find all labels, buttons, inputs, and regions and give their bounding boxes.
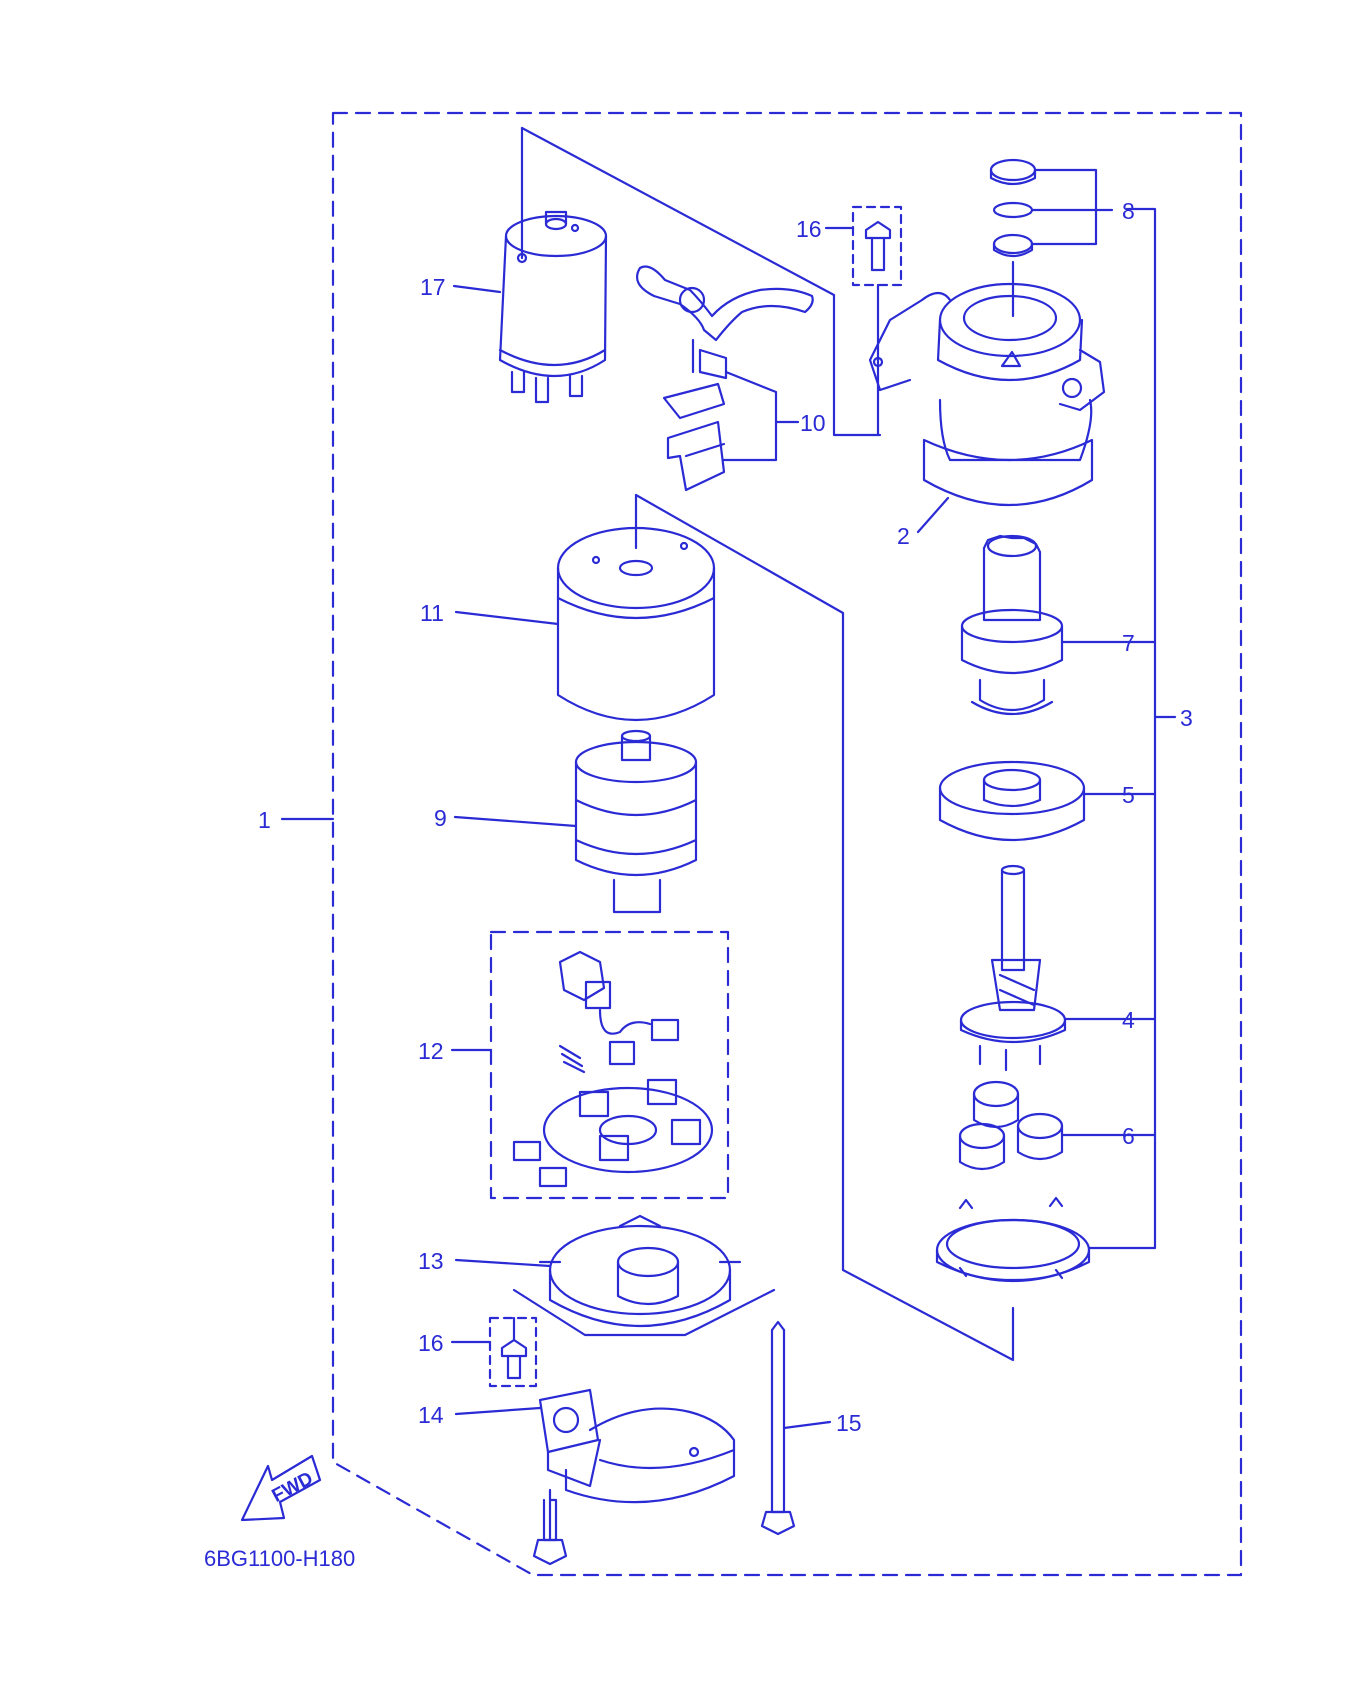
part-label-14: 14 [418,1402,444,1428]
part-label-8: 8 [1122,198,1135,224]
part-label-11: 11 [420,600,444,626]
brush-holder-part-12 [489,930,730,1200]
part-label-4: 4 [1122,1007,1135,1033]
part-label-13: 13 [418,1248,444,1274]
part-label-9: 9 [434,805,447,831]
armature-part-9 [574,729,698,914]
lever-fork-part-10 [636,265,814,492]
fwd-label: FWD [269,1468,317,1507]
planet-gears-part-6 [958,1080,1064,1171]
leader-11 [454,610,560,626]
clutch-housing-part-5 [938,760,1086,841]
fwd-arrow-icon [240,1454,322,1522]
part-label-17: 17 [420,274,446,300]
part-label-12: 12 [418,1038,444,1064]
part-label-16-top: 16 [796,216,822,242]
bolt-part-16-top [851,205,903,437]
leader-14 [454,1406,542,1416]
screw-lower [532,1488,568,1566]
part-label-10: 10 [800,410,826,436]
rear-cover-part-13 [538,1214,742,1327]
part-label-2: 2 [897,523,910,549]
leader-15 [782,1420,832,1430]
part-label-16-lower: 16 [418,1330,444,1356]
part-label-3: 3 [1180,705,1193,731]
assembly-boundary [331,111,1243,1577]
yoke-part-11 [556,526,716,722]
shaft-part-4 [959,864,1067,1072]
part-label-15: 15 [836,1410,862,1436]
leader-9 [453,815,578,828]
alignment-line-shaft [634,493,1015,1362]
ring-gear [935,1196,1091,1282]
seal-set-part-8 [989,158,1037,318]
alignment-line-top [520,126,882,437]
leader-8 [1030,168,1114,246]
diagram-code: 6BG1100-H180 [204,1546,355,1571]
leader-2 [916,496,950,534]
alignment-line-lower [512,1288,776,1337]
part-label-7: 7 [1122,630,1135,656]
leader-13 [454,1258,552,1268]
part-label-1: 1 [258,807,271,833]
housing-part-2 [868,282,1106,507]
pinion-part-7 [960,534,1064,716]
through-bolt-part-15 [760,1320,796,1536]
part-label-6: 6 [1122,1123,1135,1149]
bolt-part-16-lower [488,1316,538,1388]
solenoid-part-17 [498,210,608,404]
leader-3-bracket [1087,207,1157,1250]
leader-10 [722,370,800,462]
leader-17 [452,284,502,294]
bracket-part-14 [538,1388,736,1504]
part-label-5: 5 [1122,782,1135,808]
